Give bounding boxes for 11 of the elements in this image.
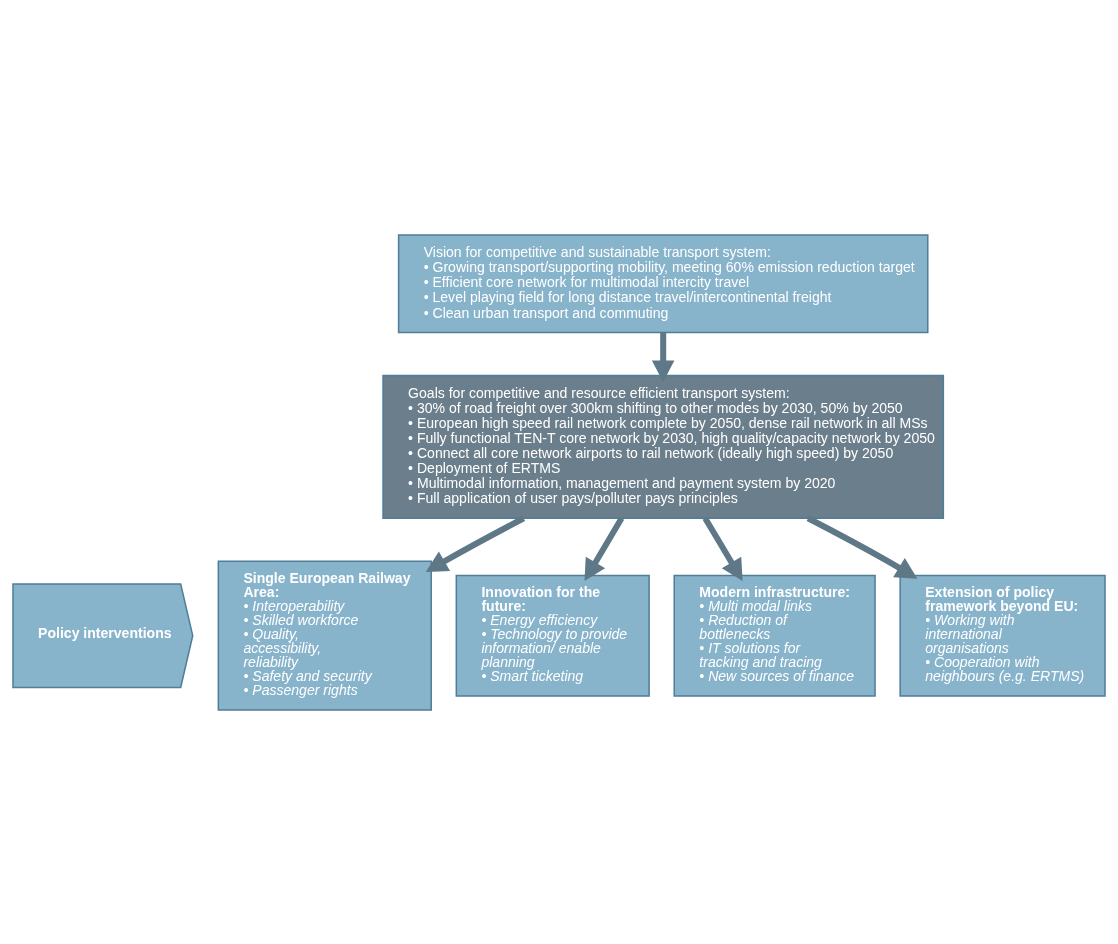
arrow [425, 515, 526, 572]
node-box: Vision for competitive and sustainable transport system: • Growing transport/supporting mobility, meeting 60% emission reduction target • Efficient core network for multimodal intercity travel • Level playing field for long distance travel/intercontinental freight • Clean urban transport and commuting [397, 233, 929, 333]
node-box: Single European Railway Area: • Interoperability • Skilled workforce • Quality, accessibility, reliability • Safety and security • Passenger rights [217, 560, 432, 711]
arrow [651, 332, 675, 382]
arrow [702, 516, 743, 581]
node-box: Modern infrastructure: • Multi modal links • Reduction of bottlenecks • IT solutions for tracking and tracing • New sources of finance [673, 574, 876, 697]
node-box: Extension of policy framework beyond EU: • Working with international organisations • Cooperation with neighbours (e.g. ERTMS) [899, 574, 1106, 697]
arrow [806, 515, 918, 579]
node-box: Innovation for the future: • Energy efficiency • Technology to provide information/ enable planning • Smart ticketing [455, 574, 650, 697]
arrow [584, 516, 625, 581]
node-box: Goals for competitive and resource efficient transport system: • 30% of road freight over 300km shifting to other modes by 2030, 50% by 2050 • European high speed rail network complete by 2050, dense rail network in all MSs • Fully functional TEN-T core network by 2030, high quality/capacity network by 2050 • Connect all core network airports to rail network (ideally high speed) by 2050 • Deployment of ERTMS • Multimodal information, management and payment system by 2020 • Full application of user pays/polluter pays principles [382, 374, 945, 519]
